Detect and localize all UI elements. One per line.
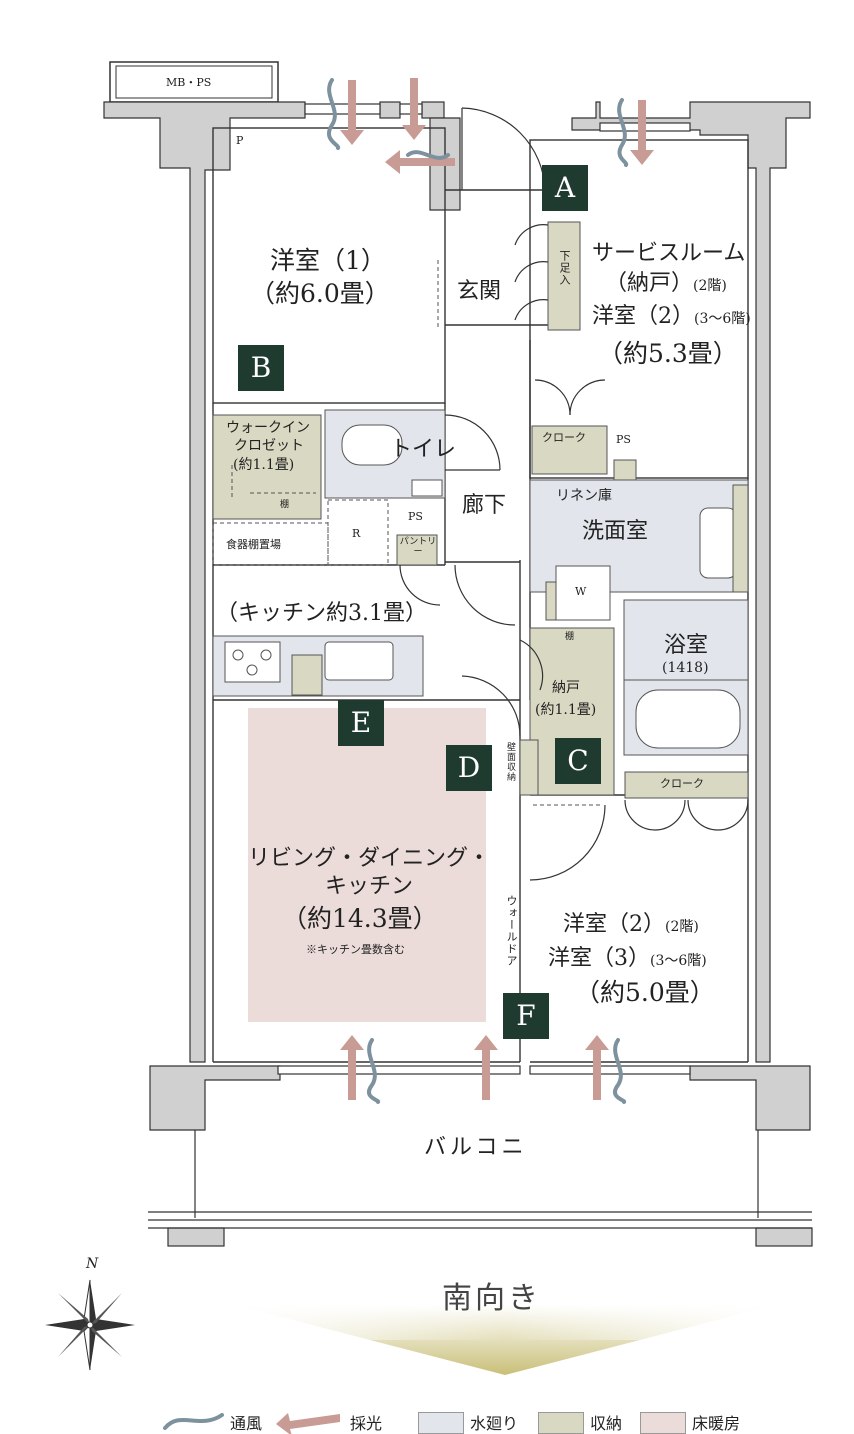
compass-north-label: N	[86, 1256, 99, 1272]
ldk-note: ※キッチン畳数含む	[306, 943, 405, 956]
bath-size: (1418)	[662, 660, 709, 676]
legend-water-swatch	[418, 1412, 464, 1434]
fridge-label: R	[352, 527, 361, 540]
legend-daylight: 採光	[350, 1414, 383, 1433]
washer-label: W	[575, 585, 587, 598]
kitchen-name: （キッチン約3.1畳）	[216, 601, 427, 626]
legend-light-icon	[276, 1413, 340, 1434]
legend-floor-heating: 床暖房	[692, 1414, 741, 1433]
cloak2-name: クローク	[660, 777, 704, 790]
mbps-label: MB・PS	[166, 76, 212, 89]
storage-areas	[212, 221, 749, 799]
daylight-arrows	[340, 78, 654, 1100]
service-room-line2-note: (2階)	[693, 278, 727, 294]
cloak1-name: クローク	[542, 431, 586, 444]
ldk-size: （約14.3畳）	[282, 904, 438, 933]
marker-e: E	[338, 700, 384, 746]
p-label: P	[236, 134, 244, 147]
western23-line2: 洋室（3）	[548, 946, 650, 971]
mbps-box	[109, 61, 279, 103]
dish-shelf-label: 食器棚置場	[226, 538, 281, 551]
walkin-shelf: 棚	[280, 500, 290, 510]
hallway-name: 廊下	[462, 493, 507, 518]
toilet-name: トイレ	[390, 437, 457, 462]
ps-left-label: PS	[408, 510, 423, 523]
legend-storage-swatch	[538, 1412, 584, 1434]
service-room-size: （約5.3畳）	[598, 339, 738, 368]
walkin-line2: クロゼット	[234, 438, 304, 454]
bath-name: 浴室	[664, 633, 709, 658]
legend-storage: 収納	[590, 1414, 623, 1433]
service-room-line3: 洋室（2）	[592, 304, 694, 329]
marker-b: B	[238, 345, 284, 391]
wall-door-label: ウォールドア	[505, 895, 518, 967]
orientation-label: 南向き	[442, 1281, 541, 1316]
ldk-line2: キッチン	[325, 874, 414, 899]
compass-rose	[45, 1279, 135, 1371]
western1-size: （約6.0畳）	[250, 279, 390, 308]
storage-name: 納戸	[552, 680, 580, 696]
service-room-line1: サービスルーム	[592, 241, 746, 266]
western23-size: （約5.0畳）	[575, 978, 715, 1007]
western23-line2-note: (3〜6階)	[650, 953, 707, 969]
western23-line1-note: (2階)	[665, 919, 699, 935]
legend-wind-icon	[163, 1413, 224, 1430]
balcony-name: バルコニ	[424, 1135, 528, 1160]
marker-d: D	[446, 745, 492, 791]
ps-right-label: PS	[616, 433, 631, 446]
linen-label: リネン庫	[556, 488, 612, 504]
service-room-line2: （納戸）	[605, 271, 694, 296]
wall-storage-label: 壁面収納	[505, 742, 515, 782]
marker-a: A	[542, 165, 588, 211]
marker-f: F	[503, 993, 549, 1039]
legend-water: 水廻り	[470, 1414, 519, 1433]
shoe-storage-label: 下足入	[558, 250, 571, 286]
washroom-name: 洗面室	[582, 519, 649, 544]
western1-name: 洋室（1）	[270, 246, 386, 275]
walkin-line1: ウォークイン	[226, 420, 310, 436]
storage-shelf: 棚	[565, 632, 575, 642]
storage-size: (約1.1畳)	[535, 702, 597, 718]
entrance-name: 玄関	[457, 279, 502, 304]
ldk-line1: リビング・ダイニング・	[248, 846, 491, 871]
ventilation-waves	[327, 78, 629, 1104]
western23-line1: 洋室（2）	[563, 912, 665, 937]
legend-floor-heating-swatch	[640, 1412, 686, 1434]
walkin-size: (約1.1畳)	[233, 457, 295, 473]
marker-c: C	[555, 738, 601, 784]
service-room-line3-note: (3〜6階)	[694, 311, 751, 327]
pantry-label: パントリー	[399, 537, 437, 557]
legend-ventilation: 通風	[230, 1414, 263, 1433]
